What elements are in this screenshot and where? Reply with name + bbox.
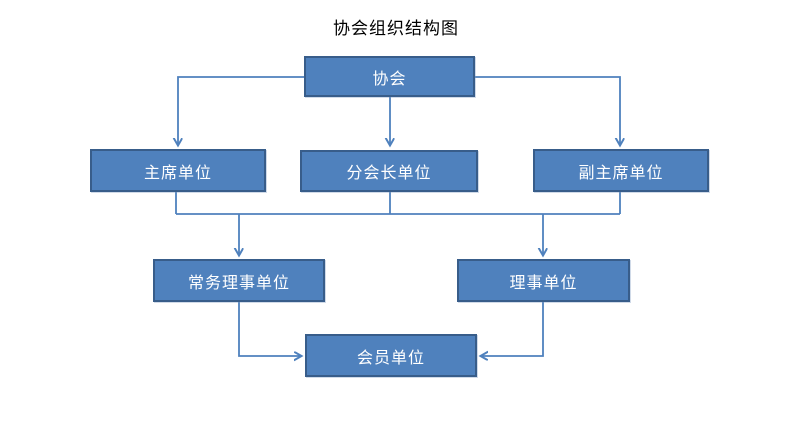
node-director-unit: 理事单位 (457, 259, 630, 302)
node-chairman-unit: 主席单位 (90, 149, 266, 192)
node-executive-director-unit: 常务理事单位 (153, 259, 325, 302)
node-association: 协会 (304, 56, 475, 97)
node-branch-president-unit: 分会长单位 (300, 150, 478, 192)
node-vice-chairman-unit: 副主席单位 (533, 149, 709, 192)
diagram-title: 协会组织结构图 (333, 19, 459, 38)
node-member-unit: 会员单位 (305, 334, 477, 377)
